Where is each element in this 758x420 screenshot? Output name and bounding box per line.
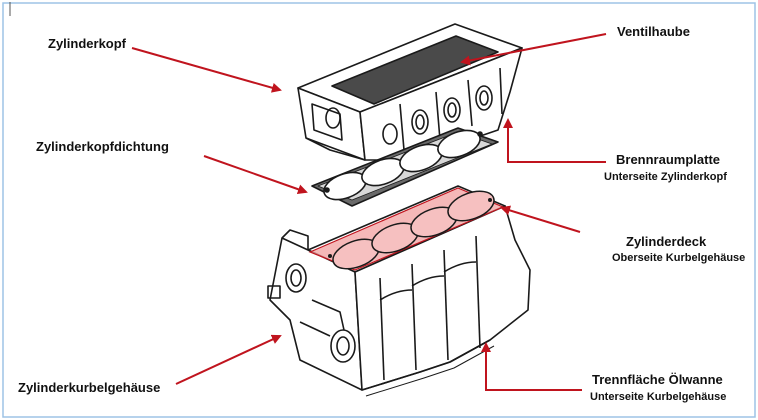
label-brennraumplatte-sub: Unterseite Zylinderkopf [604, 171, 727, 183]
cylinder-head [297, 23, 523, 161]
label-zylinderdeck: Zylinderdeck [626, 234, 707, 249]
label-trennflaeche-sub: Unterseite Kurbelgehäuse [590, 391, 727, 403]
head-gasket [311, 127, 499, 207]
label-zylinderkopf: Zylinderkopf [48, 36, 127, 51]
arrow-brennraumplatte [503, 118, 606, 163]
label-zylinderkopfdichtung: Zylinderkopfdichtung [36, 139, 169, 154]
label-zylinderkurbelgehaeuse: Zylinderkurbelgehäuse [18, 380, 161, 395]
arrow-trennflaeche [481, 342, 582, 391]
arrow-zylinderkurbelgehaeuse [175, 334, 282, 385]
arrow-zylinderkopf [131, 47, 282, 93]
arrow-icon [131, 33, 607, 391]
label-brennraumplatte: Brennraumplatte [616, 152, 721, 167]
arrow-ventilhaube [460, 33, 607, 66]
label-zylinderdeck-sub: Oberseite Kurbelgehäuse [612, 252, 746, 264]
valve-cover [331, 35, 499, 105]
arrow-zylinderdeck [500, 205, 581, 233]
label-trennflaeche: Trennfläche Ölwanne [592, 372, 723, 387]
cylinder-deck-highlight [308, 187, 505, 271]
label-ventilhaube: Ventilhaube [617, 24, 690, 39]
arrow-zylinderkopfdichtung [203, 155, 308, 195]
